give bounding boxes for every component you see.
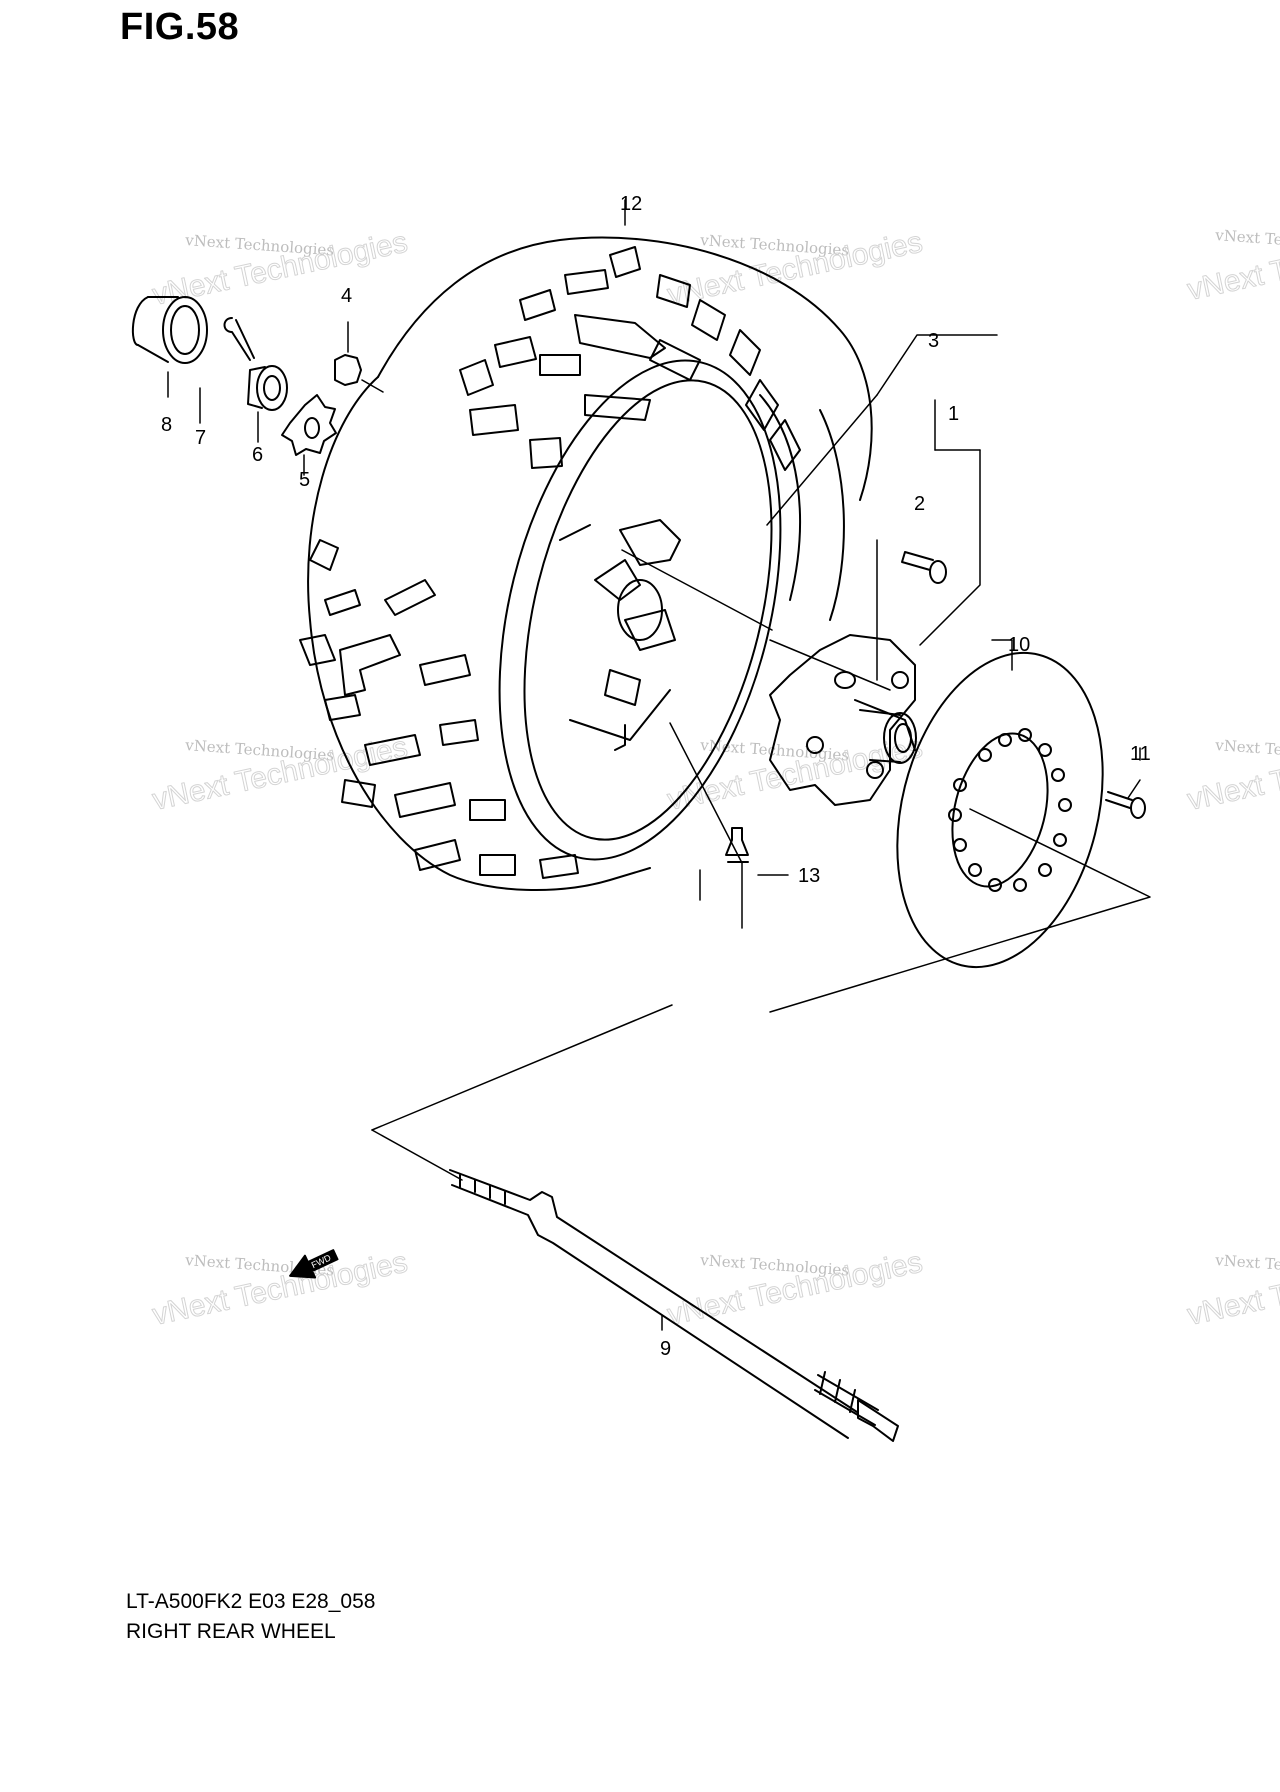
watermark-text: vNext Technologies	[1214, 1251, 1280, 1279]
callout-12: 12	[620, 193, 642, 215]
hub-bolt-drawing	[901, 551, 947, 584]
callout-labels: 1 2 3 4 5 6 7 8 9 10 11 12 13	[161, 193, 1151, 1360]
castle-nut-drawing	[247, 365, 288, 411]
hub-cap-drawing	[131, 296, 208, 364]
watermark-text: vNext Technologies	[1214, 736, 1280, 764]
disc-bolt-drawing	[1105, 791, 1146, 819]
callout-10: 10	[1008, 634, 1030, 656]
watermark-text: vNext Technologies	[1214, 226, 1280, 254]
callout-6: 6	[252, 444, 263, 466]
callout-13: 13	[798, 865, 820, 887]
watermarks: vNext Technologies vNext Technologies vN…	[149, 220, 1280, 1332]
brake-disc-drawing	[896, 651, 1104, 969]
callout-11: 11	[1130, 743, 1151, 765]
callout-1: 1	[948, 403, 959, 425]
callout-8: 8	[161, 414, 172, 436]
figure-title: FIG.58	[120, 6, 240, 48]
callout-4: 4	[341, 285, 352, 307]
assembly-name: RIGHT REAR WHEEL	[126, 1620, 336, 1643]
nut-drawing	[334, 354, 362, 386]
model-code: LT-A500FK2 E03 E28_058	[126, 1590, 376, 1613]
washer-drawing	[281, 394, 337, 456]
callout-9: 9	[660, 1338, 671, 1360]
valve-drawing	[725, 827, 749, 863]
leader-lines	[167, 199, 1151, 1331]
callout-2: 2	[914, 493, 925, 515]
leader-line	[361, 379, 384, 393]
callout-7: 7	[195, 427, 206, 449]
axle-shaft-drawing	[449, 1169, 899, 1442]
cotter-pin-drawing	[223, 317, 255, 361]
callout-3: 3	[928, 330, 939, 352]
callout-5: 5	[299, 469, 310, 491]
tire-wheel-drawing	[299, 236, 873, 892]
